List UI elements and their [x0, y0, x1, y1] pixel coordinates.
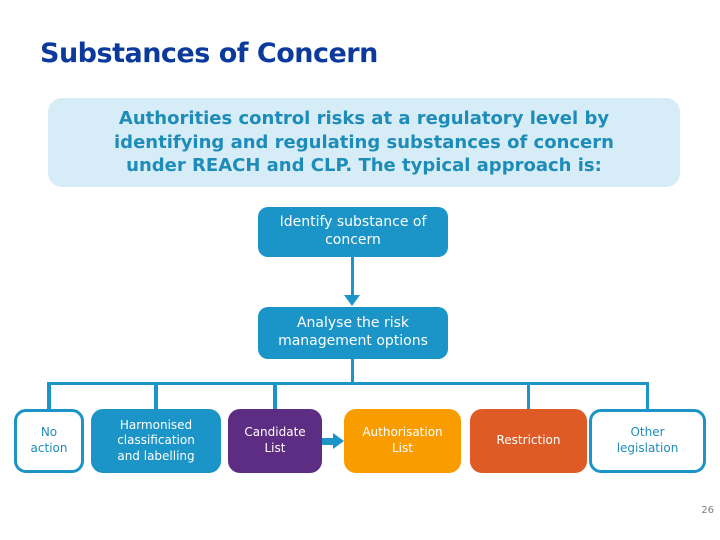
connector-feed-line — [350, 359, 354, 383]
arrow-down-head-icon — [344, 295, 360, 306]
step-identify-box: Identify substance of concern — [258, 207, 448, 257]
step-analyse-box: Analyse the risk management options — [258, 307, 448, 359]
connector-stub-restriction — [526, 381, 531, 410]
arrow-right-head-icon — [333, 433, 344, 449]
intro-line-3: under REACH and CLP. The typical approac… — [126, 155, 602, 177]
page-number: 26 — [701, 505, 714, 516]
intro-line-1: Authorities control risks at a regulator… — [118, 108, 610, 130]
connector-stub-no-action — [47, 381, 51, 410]
connector-horizontal-rail — [47, 381, 650, 385]
option-candidate-list: Candidate List — [228, 409, 322, 473]
page-title: Substances of Concern — [40, 38, 378, 69]
option-other-legislation: Other legislation — [589, 409, 706, 473]
option-authorisation-list: Authorisation List — [344, 409, 461, 473]
arrow-down-icon — [350, 257, 354, 297]
intro-line-2: identifying and regulating substances of… — [114, 131, 614, 153]
arrow-right-icon — [322, 438, 334, 445]
connector-stub-harmonised — [154, 381, 158, 410]
intro-box: Authorities control risks at a regulator… — [48, 98, 680, 187]
option-harmonised-classification: Harmonised classification and labelling — [91, 409, 221, 473]
connector-stub-other-legislation — [645, 381, 650, 410]
option-restriction: Restriction — [470, 409, 587, 473]
option-no-action: No action — [14, 409, 84, 473]
connector-stub-candidate — [273, 381, 277, 410]
